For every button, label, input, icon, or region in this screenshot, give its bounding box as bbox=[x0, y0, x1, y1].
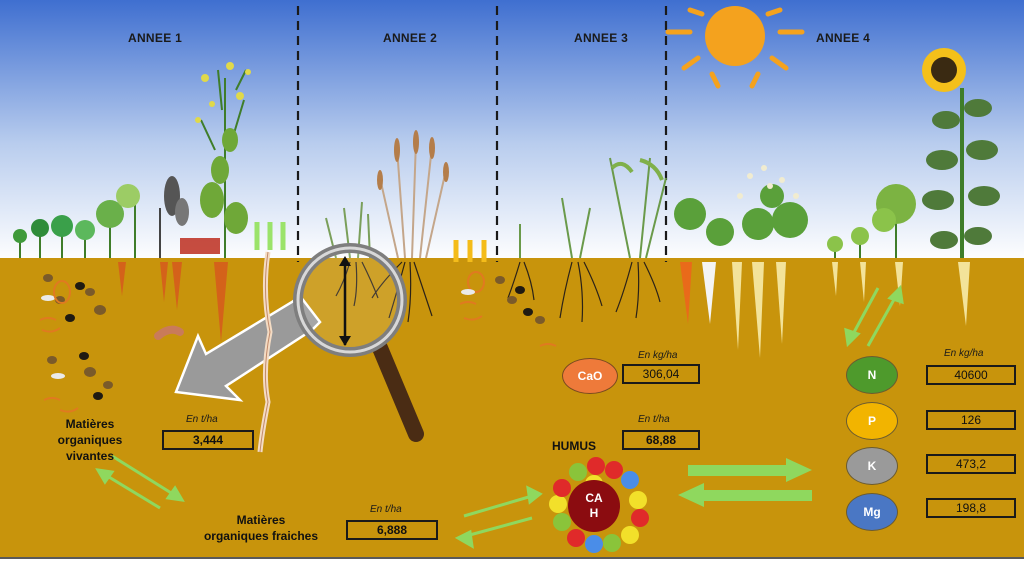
organic-living-label: Matières organiques vivantes bbox=[40, 416, 140, 464]
plants-year-2 bbox=[325, 130, 449, 323]
year-label-1: ANNEE 1 bbox=[128, 31, 183, 45]
bottom-strip bbox=[0, 557, 1024, 568]
soil-organisms-year-1 bbox=[39, 274, 184, 413]
soil-organisms-year-3 bbox=[459, 271, 557, 347]
organic-fresh-value: 6,888 bbox=[346, 520, 438, 540]
nutrients-unit: En kg/ha bbox=[944, 348, 984, 359]
organic-fresh-label: Matières organiques fraiches bbox=[176, 512, 346, 544]
phosphorus-value: 126 bbox=[926, 410, 1016, 430]
year-label-3: ANNEE 3 bbox=[574, 31, 629, 45]
organic-living-line-1: Matières bbox=[65, 417, 115, 431]
humus-core-line-2: H bbox=[589, 506, 599, 520]
plants-year-3 bbox=[453, 157, 667, 323]
humus-core-line-1: CA bbox=[585, 491, 603, 505]
humus-unit: En t/ha bbox=[638, 414, 670, 425]
cao-unit: En kg/ha bbox=[638, 350, 678, 361]
magnifying-glass-icon bbox=[293, 243, 424, 442]
plants-year-4 bbox=[674, 48, 1000, 358]
humus-core: CA H bbox=[568, 480, 620, 532]
plants-year-1 bbox=[13, 62, 286, 342]
organic-fresh-unit: En t/ha bbox=[370, 504, 402, 515]
cao-badge: CaO bbox=[562, 358, 618, 394]
organic-living-line-3: vivantes bbox=[65, 449, 115, 463]
year-label-2: ANNEE 2 bbox=[383, 31, 438, 45]
organic-fresh-line-2: organiques fraiches bbox=[203, 529, 319, 543]
humus-ring-icon bbox=[549, 457, 649, 553]
year-label-4: ANNEE 4 bbox=[816, 31, 871, 45]
organic-living-unit: En t/ha bbox=[186, 414, 218, 425]
decomposition-arrow bbox=[174, 294, 322, 402]
sky bbox=[0, 0, 1024, 262]
sun-icon bbox=[665, 6, 805, 89]
phosphorus-badge: P bbox=[846, 402, 898, 440]
nitrogen-badge: N bbox=[846, 356, 898, 394]
organic-living-line-2: organiques bbox=[57, 433, 123, 447]
humus-value: 68,88 bbox=[622, 430, 700, 450]
magnesium-badge: Mg bbox=[846, 493, 898, 531]
nitrogen-value: 40600 bbox=[926, 365, 1016, 385]
cao-value: 306,04 bbox=[622, 364, 700, 384]
potassium-value: 473,2 bbox=[926, 454, 1016, 474]
exchange-arrows bbox=[95, 284, 904, 549]
organic-living-value: 3,444 bbox=[162, 430, 254, 450]
year-separators bbox=[296, 6, 668, 262]
organic-fresh-line-1: Matières bbox=[236, 513, 286, 527]
humus-label: HUMUS bbox=[552, 439, 596, 453]
potassium-badge: K bbox=[846, 447, 898, 485]
magnesium-value: 198,8 bbox=[926, 498, 1016, 518]
sunflower-head-icon bbox=[922, 48, 966, 92]
